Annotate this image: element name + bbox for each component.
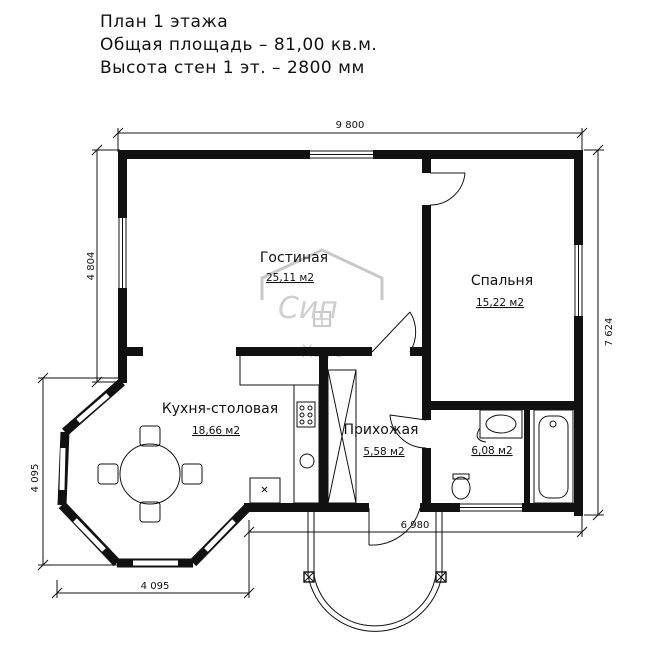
wall-height-label: Высота стен 1 эт. – 2800 мм bbox=[100, 58, 365, 78]
kitchen-counter bbox=[239, 356, 320, 504]
doors bbox=[368, 172, 466, 546]
bathroom-fixtures bbox=[451, 409, 574, 504]
room-area-kitchen: 18,66 м2 bbox=[192, 425, 240, 437]
dim-top-width: 9 800 bbox=[336, 120, 365, 131]
plan-title: План 1 этажа bbox=[100, 12, 229, 32]
room-name-hallway: Прихожая bbox=[344, 422, 419, 438]
walls bbox=[57, 150, 583, 568]
dim-bay-height: 4 095 bbox=[30, 464, 41, 493]
windows bbox=[118, 150, 583, 512]
room-area-living: 25,11 м2 bbox=[266, 272, 314, 284]
dim-left-height: 4 804 bbox=[86, 252, 97, 281]
room-name-living: Гостиная bbox=[260, 250, 328, 266]
room-name-kitchen: Кухня-столовая bbox=[162, 401, 278, 417]
closet bbox=[327, 369, 357, 504]
dim-right-height: 7 624 bbox=[604, 318, 615, 347]
total-area-label: Общая площадь – 81,00 кв.м. bbox=[100, 35, 378, 55]
dim-bay-width: 4 095 bbox=[141, 581, 170, 592]
bay-windows bbox=[59, 393, 236, 566]
room-area-hallway: 5,58 м2 bbox=[363, 446, 404, 458]
room-area-bathroom: 6,08 м2 bbox=[471, 445, 512, 457]
watermark-logo: Сип Хаус bbox=[260, 248, 384, 362]
dim-bottom-width: 6 980 bbox=[401, 520, 430, 531]
room-name-bedroom: Спальня bbox=[471, 273, 533, 289]
porch bbox=[303, 508, 447, 632]
room-area-bedroom: 15,22 м2 bbox=[476, 297, 524, 309]
dining-table bbox=[97, 425, 203, 523]
watermark-text-1: Сип bbox=[278, 291, 338, 326]
